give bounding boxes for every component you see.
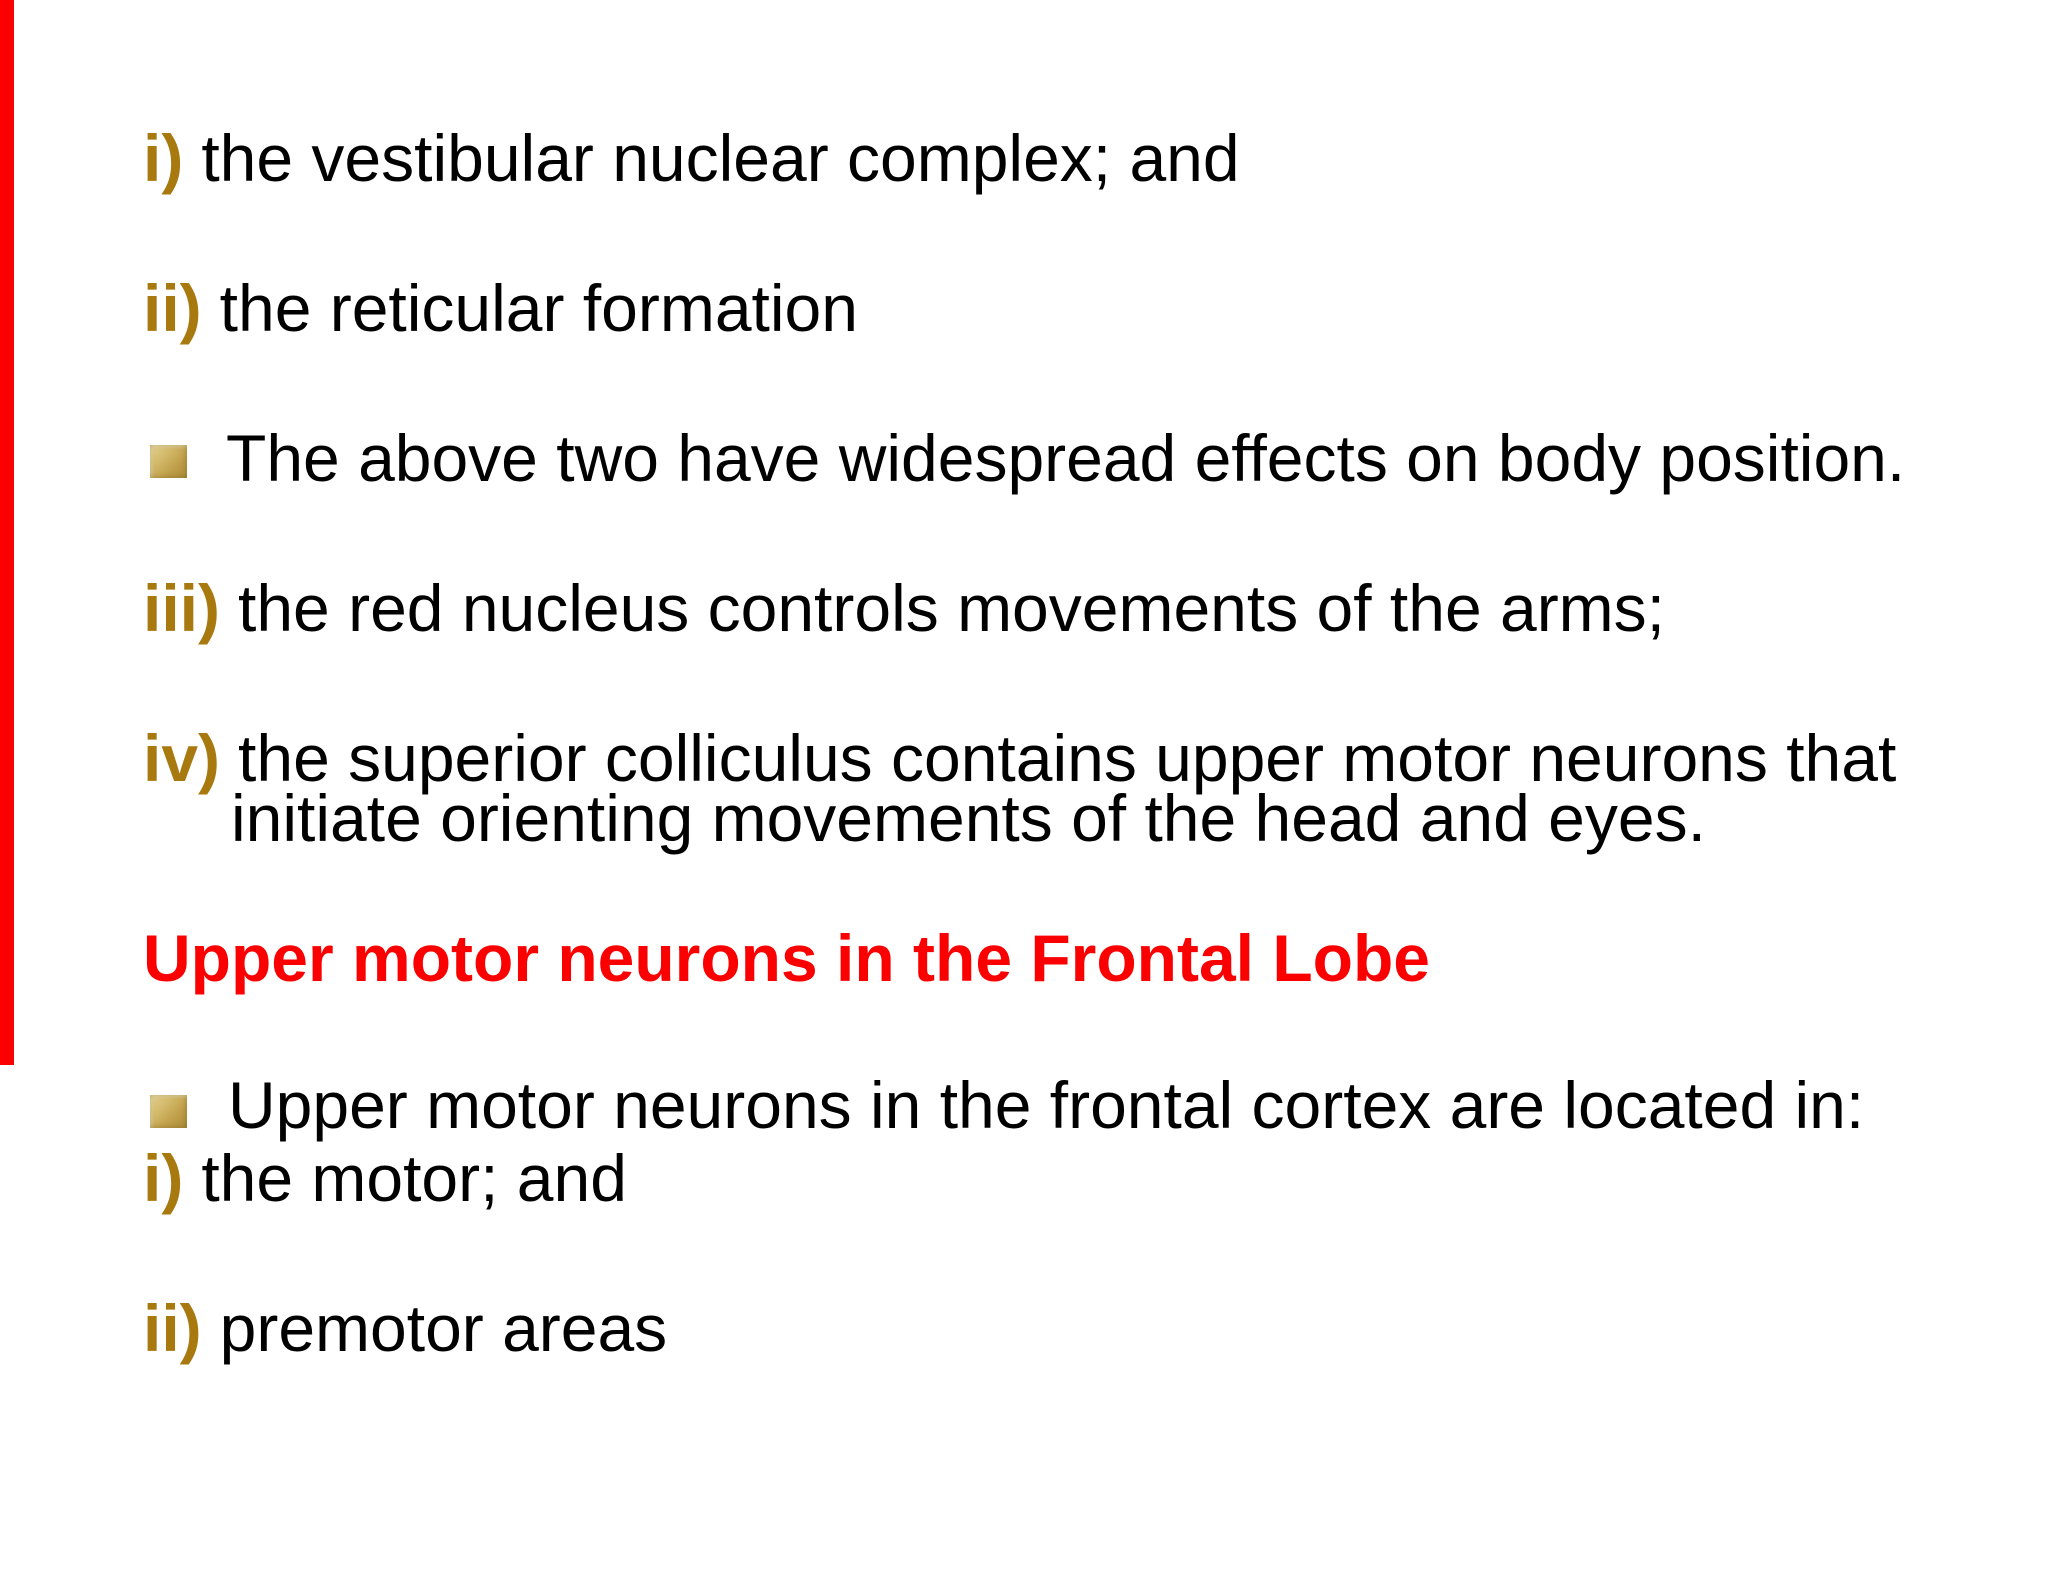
item-numeral: ii) — [143, 1291, 202, 1365]
bullet-square-icon — [150, 1095, 187, 1128]
item-text: the vestibular nuclear complex; and — [201, 121, 1240, 195]
list-item-i-vestibular: i)the vestibular nuclear complex; and — [143, 125, 1240, 191]
item-numeral: i) — [143, 1141, 184, 1215]
item-numeral: ii) — [143, 271, 202, 345]
bullet-item-body-position: The above two have widespread effects on… — [226, 421, 1906, 495]
item-text: the red nucleus controls movements of th… — [238, 571, 1665, 645]
item-numeral: iv) — [143, 721, 221, 795]
item-text: premotor areas — [219, 1291, 668, 1365]
left-accent-bar — [0, 0, 14, 1065]
item-numeral: iii) — [143, 571, 220, 645]
item-text: the superior colliculus contains upper m… — [231, 721, 1897, 855]
list-item-iii-red-nucleus: iii)the red nucleus controls movements o… — [143, 575, 1665, 641]
list-item-ii-reticular: ii)the reticular formation — [143, 275, 858, 341]
item-text: the reticular formation — [219, 271, 858, 345]
heading-upper-motor-neurons-frontal-lobe: Upper motor neurons in the Frontal Lobe — [143, 921, 1430, 995]
item-numeral: i) — [143, 121, 184, 195]
bullet-item-frontal-cortex: Upper motor neurons in the frontal corte… — [228, 1068, 1865, 1142]
item-text: the motor; and — [201, 1141, 627, 1215]
list-item-i-motor: i)the motor; and — [143, 1145, 627, 1211]
bullet-square-icon — [150, 445, 187, 478]
list-item-ii-premotor: ii)premotor areas — [143, 1295, 667, 1361]
list-item-iv-superior-colliculus: iv)the superior colliculus contains uppe… — [143, 725, 1931, 851]
